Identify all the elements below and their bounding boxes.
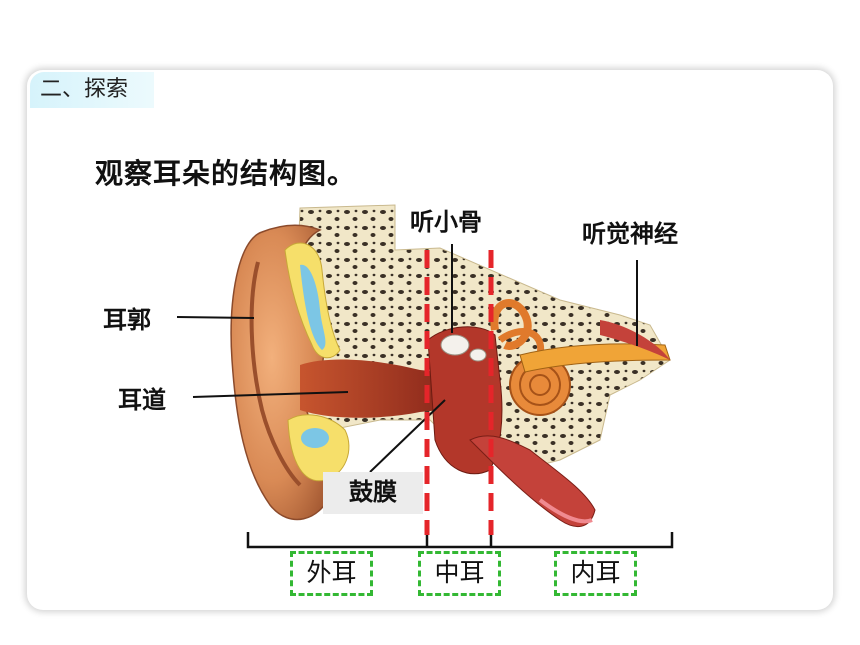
cartilage-blue-lower	[301, 428, 329, 448]
label-auditory-nerve: 听觉神经	[582, 220, 678, 248]
label-eardrum: 鼓膜	[323, 472, 423, 514]
semicircular-canals	[490, 299, 532, 350]
eustachian-tube	[469, 435, 596, 528]
label-ossicles: 听小骨	[410, 208, 482, 236]
label-ear-canal: 耳道	[118, 386, 166, 414]
page-title: 观察耳朵的结构图。	[95, 157, 357, 190]
ossicles-shape	[440, 334, 470, 356]
region-bracket	[246, 532, 674, 549]
cartilage-lower	[287, 414, 350, 482]
label-auricle: 耳郭	[103, 306, 151, 334]
leader-ear-canal	[192, 391, 349, 398]
section-tag: 二、探索	[30, 72, 154, 108]
leader-eardrum	[369, 399, 446, 473]
region-inner-ear: 内耳	[554, 551, 637, 596]
region-middle-ear: 中耳	[418, 551, 501, 596]
leader-auricle	[176, 316, 255, 319]
auricle-fold	[249, 261, 302, 487]
cartilage-blue	[300, 264, 326, 350]
region-outer-ear: 外耳	[290, 551, 373, 596]
ear-canal-shape	[300, 359, 440, 418]
